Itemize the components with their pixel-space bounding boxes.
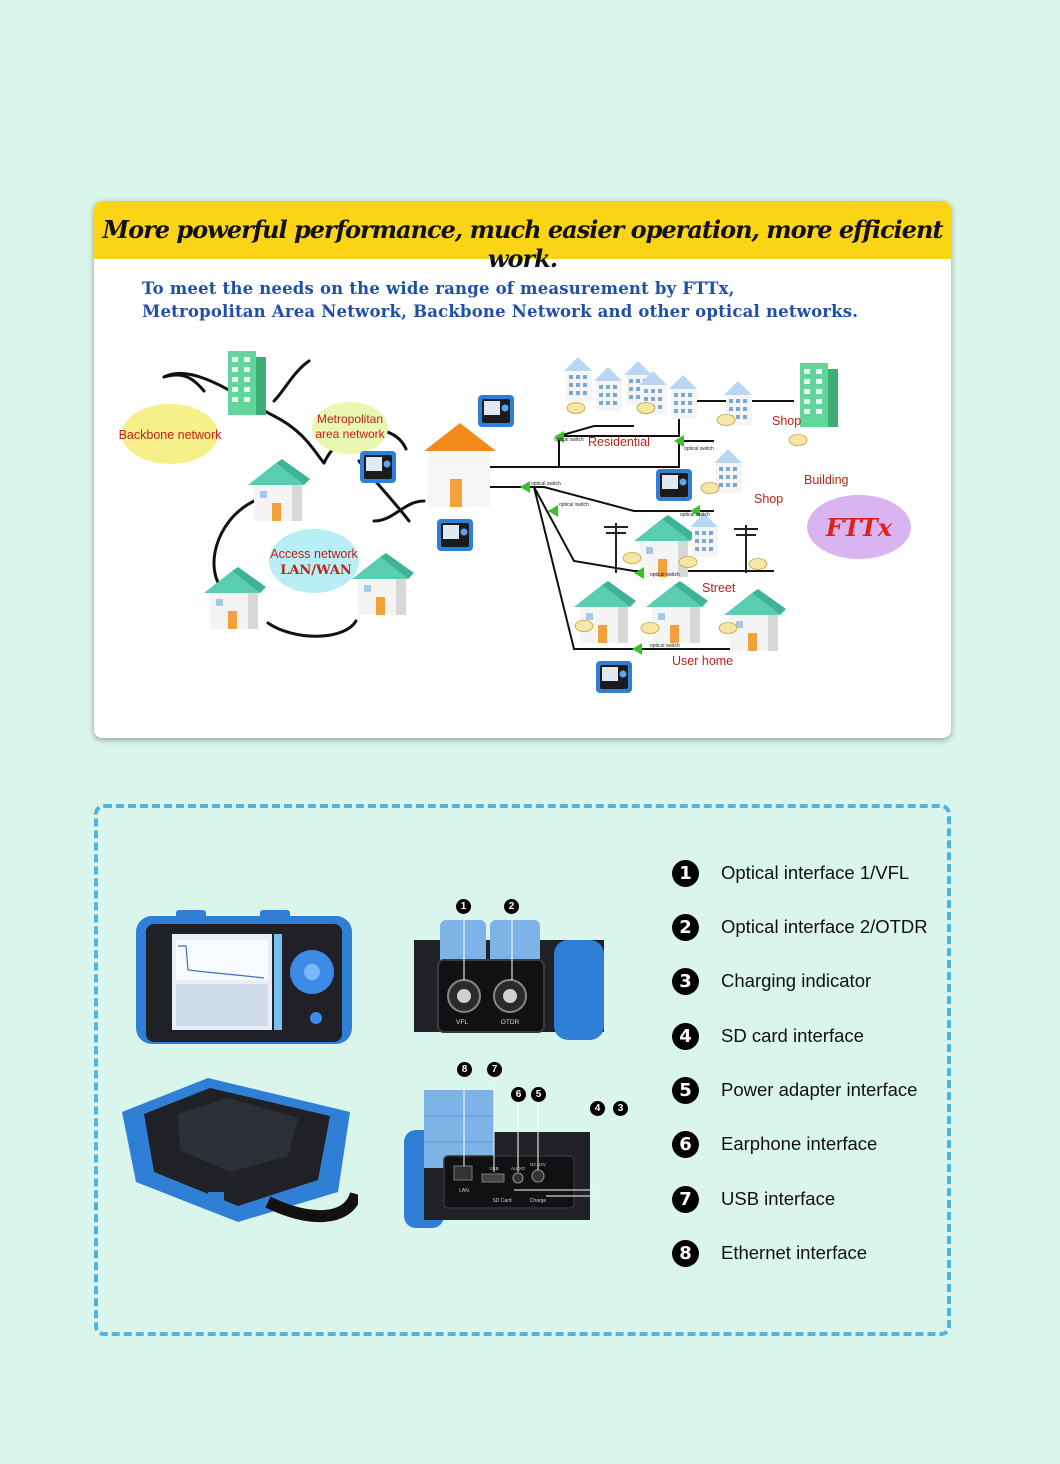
legend-label: USB interface <box>721 1188 836 1209</box>
legend-number: 4 <box>672 1022 699 1050</box>
svg-text:optical switch: optical switch <box>554 437 584 443</box>
metro-house <box>248 459 310 521</box>
lan-port-label: LAN <box>459 1188 469 1194</box>
backbone-tower <box>228 351 266 415</box>
svg-text:optical switch: optical switch <box>680 512 710 518</box>
legend-label: Earphone interface <box>721 1133 878 1154</box>
title-banner <box>94 201 951 259</box>
central-house <box>424 423 496 507</box>
fttx-bubble <box>807 495 911 559</box>
metro-label-2: area network <box>315 427 385 441</box>
backbone-label: Backbone network <box>119 428 223 442</box>
legend-label: Charging indicator <box>721 970 872 991</box>
svg-text:optical switch: optical switch <box>650 572 680 578</box>
legend-item: 3 Charging indicator <box>672 966 871 996</box>
access-bubble <box>269 529 359 593</box>
building-tower <box>800 363 838 427</box>
callout-5: 5 <box>531 1087 546 1102</box>
interface-box <box>94 804 951 1336</box>
callout-8: 8 <box>457 1062 472 1077</box>
access-house-left <box>204 567 266 629</box>
legend-item: 6 Earphone interface <box>672 1129 877 1159</box>
legend-label: Ethernet interface <box>721 1242 868 1263</box>
sd-port-label: SD Card <box>492 1198 511 1204</box>
page-title: More powerful performance, much easier o… <box>102 215 944 273</box>
legend-label: SD card interface <box>721 1025 864 1046</box>
access-label-1: Access network <box>270 547 358 561</box>
charge-port-label: Charge <box>530 1198 547 1204</box>
intro-text: To meet the needs on the wide range of m… <box>142 277 858 323</box>
legend-number: 5 <box>672 1076 699 1104</box>
street-label: Street <box>702 581 736 595</box>
user-home-label: User home <box>672 654 733 668</box>
svg-text:optical switch: optical switch <box>559 502 589 508</box>
legend-label: Optical interface 1/VFL <box>721 862 910 883</box>
legend-label: Power adapter interface <box>721 1079 918 1100</box>
callout-7: 7 <box>487 1062 502 1077</box>
callout-3: 3 <box>613 1101 628 1116</box>
legend-item: 1 Optical interface 1/VFL <box>672 858 909 888</box>
access-house-right <box>352 553 414 615</box>
svg-text:optical switch: optical switch <box>684 446 714 452</box>
device-side-ports-image: LAN USB AUDIO DC 12V SD Card Charge <box>404 1086 594 1228</box>
legend-number: 2 <box>672 913 699 941</box>
access-label-2: LAN/WAN <box>280 563 352 578</box>
backbone-bubble <box>122 404 218 464</box>
callout-1: 1 <box>456 899 471 914</box>
legend-item: 4 SD card interface <box>672 1021 864 1051</box>
intro-line-1: To meet the needs on the wide range of m… <box>142 279 735 298</box>
legend-number: 7 <box>672 1185 699 1213</box>
network-card: More powerful performance, much easier o… <box>94 201 951 738</box>
svg-text:optical switch: optical switch <box>650 643 680 649</box>
network-diagram: Backbone network Metropolitan area netwo… <box>119 351 911 693</box>
legend-number: 6 <box>672 1130 699 1158</box>
device-angled-image <box>122 1078 358 1223</box>
device-top-ports-image: VFL OTDR <box>414 920 604 1040</box>
device-front-image <box>136 910 352 1044</box>
legend-label: Optical interface 2/OTDR <box>721 916 928 937</box>
legend-number: 3 <box>672 967 699 995</box>
svg-text:optical switch: optical switch <box>531 481 561 487</box>
callout-4: 4 <box>590 1101 605 1116</box>
callout-2: 2 <box>504 899 519 914</box>
callout-6: 6 <box>511 1087 526 1102</box>
shop-label-1: Shop <box>772 414 801 428</box>
residential-label: Residential <box>588 435 650 449</box>
legend-item: 5 Power adapter interface <box>672 1075 917 1105</box>
building-label: Building <box>804 473 849 487</box>
legend-item: 8 Ethernet interface <box>672 1238 867 1268</box>
otdr-port-label: OTDR <box>501 1019 520 1026</box>
legend-item: 7 USB interface <box>672 1184 835 1214</box>
shop-label-2: Shop <box>754 492 783 506</box>
intro-line-2: Metropolitan Area Network, Backbone Netw… <box>142 302 859 321</box>
legend-item: 2 Optical interface 2/OTDR <box>672 912 928 942</box>
legend-number: 1 <box>672 859 699 887</box>
metro-label-1: Metropolitan <box>317 412 383 426</box>
metro-bubble <box>312 402 388 454</box>
legend-number: 8 <box>672 1239 699 1267</box>
fttx-label: FTTx <box>825 513 893 542</box>
vfl-port-label: VFL <box>456 1019 468 1026</box>
